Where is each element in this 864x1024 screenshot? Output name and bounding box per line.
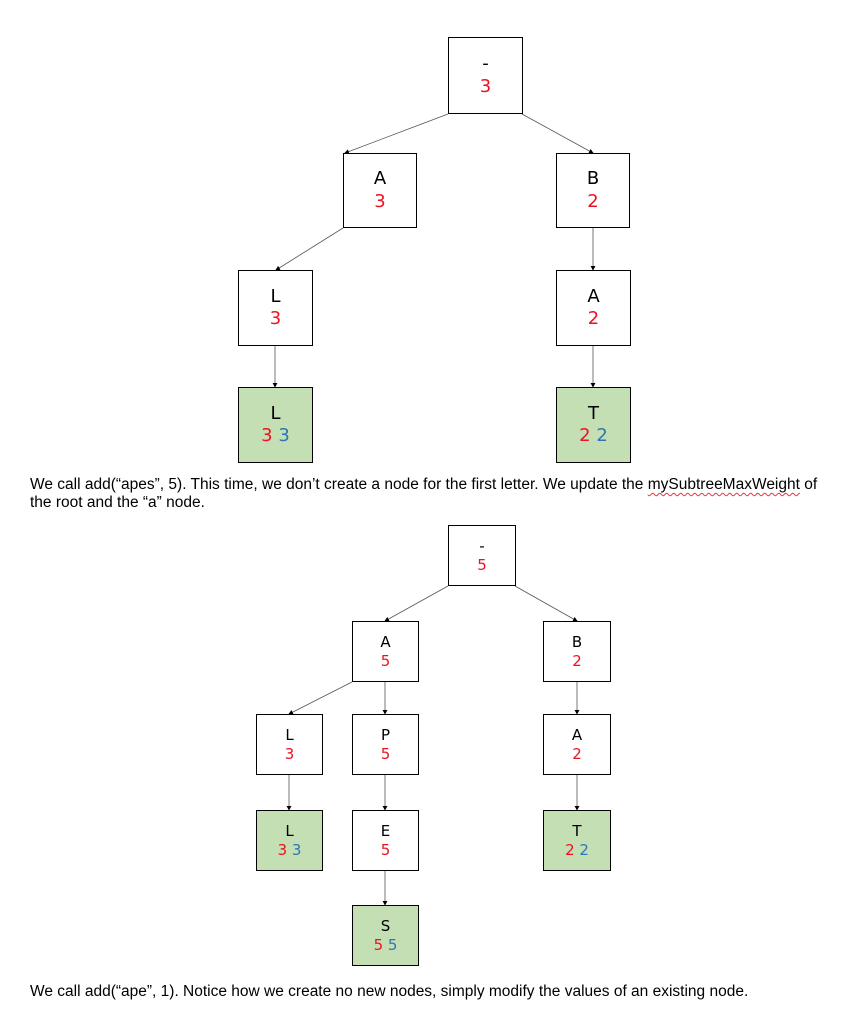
node2-al: L 3: [256, 714, 323, 775]
subtree-max-weight: 5: [380, 651, 391, 670]
node2-bat: T 2 2: [543, 810, 611, 871]
node-letter: L: [270, 402, 281, 424]
node-letter: L: [285, 821, 294, 840]
caption-text: We call add(“apes”, 5). This time, we do…: [30, 476, 648, 493]
subtree-max-weight: 2: [572, 651, 582, 670]
node-letter: L: [285, 725, 294, 744]
node2-ap: P 5: [352, 714, 419, 775]
subtree-max-weight: 2: [587, 308, 600, 329]
node2-apes: S 5 5: [352, 905, 419, 966]
node-all: L 3 3: [238, 387, 313, 463]
edge-root-a: [344, 113, 449, 154]
node2-ba: A 2: [543, 714, 611, 775]
node-al: L 3: [238, 270, 313, 346]
node-letter: E: [380, 821, 391, 840]
node-letter: P: [380, 725, 391, 744]
edge-root-b: [521, 113, 594, 154]
subtree-max-weight: 5: [373, 935, 384, 954]
node-bat: T 2 2: [556, 387, 631, 463]
node2-ape: E 5: [352, 810, 419, 871]
node2-root: - 5: [448, 525, 516, 586]
node-letter: A: [380, 632, 391, 651]
node-letter: T: [572, 821, 582, 840]
node-letter: -: [482, 53, 489, 74]
subtree-max-weight: 3: [269, 308, 282, 329]
word-weight: 2: [596, 425, 608, 446]
subtree-max-weight: 3: [261, 425, 273, 446]
subtree-max-weight: 5: [380, 840, 391, 859]
node-letter: S: [380, 916, 391, 935]
subtree-max-weight: 5: [477, 555, 487, 574]
caption-add-apes: We call add(“apes”, 5). This time, we do…: [30, 476, 840, 512]
word-weight: 3: [291, 840, 302, 859]
subtree-max-weight: 3: [374, 190, 386, 212]
subtree-max-weight: 3: [479, 75, 492, 97]
subtree-max-weight: 2: [572, 744, 582, 763]
word-weight: 3: [278, 425, 290, 446]
node-letter: A: [571, 725, 583, 744]
edge2-a-l: [288, 681, 353, 715]
node-letter: B: [571, 632, 583, 651]
caption-text: of the root and the “a” node.: [30, 476, 818, 511]
node-root: - 3: [448, 37, 523, 114]
node-letter: A: [373, 168, 387, 189]
node-letter: L: [270, 285, 281, 307]
field-name-term: mySubtreeMaxWeight: [647, 476, 800, 493]
node2-b: B 2: [543, 621, 611, 682]
node-letter: A: [587, 285, 600, 307]
node2-all: L 3 3: [256, 810, 323, 871]
edge2-root-b: [514, 585, 578, 622]
edge-a-l: [275, 227, 344, 271]
node-letter: T: [588, 402, 599, 424]
node-a: A 3: [343, 153, 417, 228]
subtree-max-weight: 5: [380, 744, 391, 763]
subtree-max-weight: 2: [565, 840, 575, 859]
edge2-root-a: [384, 585, 449, 622]
node-b: B 2: [556, 153, 630, 228]
subtree-max-weight: 3: [284, 744, 295, 763]
node2-a: A 5: [352, 621, 419, 682]
subtree-max-weight: 3: [277, 840, 288, 859]
subtree-max-weight: 2: [587, 190, 599, 212]
node-letter: B: [586, 168, 600, 189]
node-letter: -: [479, 536, 485, 555]
word-weight: 2: [579, 840, 589, 859]
node-ba: A 2: [556, 270, 631, 346]
caption-add-ape: We call add(“ape”, 1). Notice how we cre…: [30, 983, 749, 1000]
subtree-max-weight: 2: [579, 425, 591, 446]
word-weight: 5: [387, 935, 398, 954]
